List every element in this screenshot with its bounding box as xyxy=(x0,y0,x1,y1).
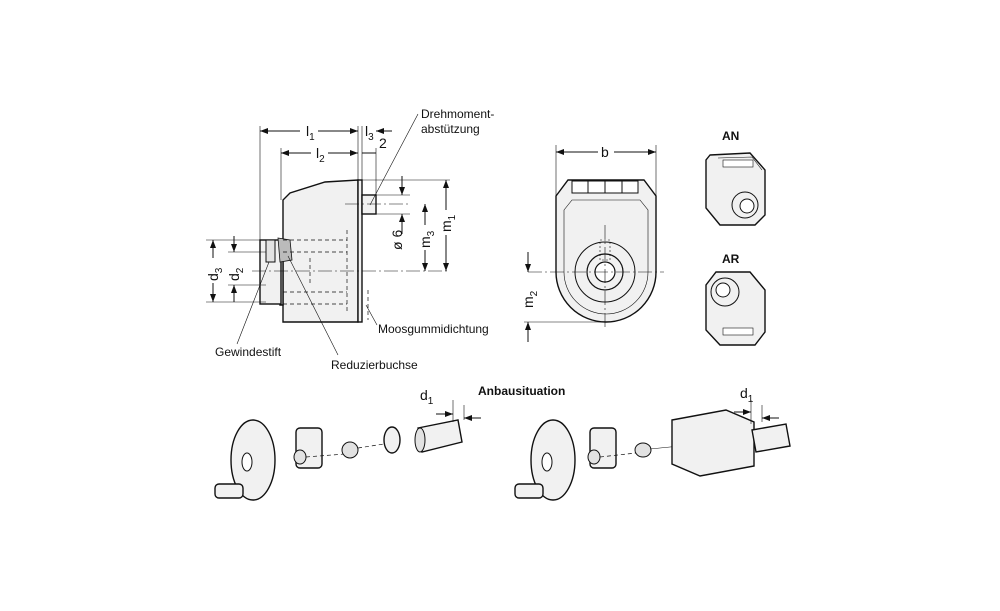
reducing-bush xyxy=(277,237,293,263)
label-torque-support-1: Drehmoment- xyxy=(421,107,494,121)
set-screw xyxy=(265,239,276,263)
front-view: b m2 xyxy=(520,144,664,342)
label-set-screw: Gewindestift xyxy=(215,345,282,359)
dim-d1-left: d1 xyxy=(420,387,434,407)
variant-ar: AR xyxy=(705,252,766,346)
dim-l1: l1 xyxy=(306,123,315,143)
dim-b: b xyxy=(601,144,609,160)
bush xyxy=(341,441,359,459)
dim-l3: l3 xyxy=(365,123,374,143)
dim-d1-right: d1 xyxy=(740,385,754,405)
variant-an: AN xyxy=(705,129,766,226)
mounting-right: d1 xyxy=(514,385,791,501)
dim-m2: m2 xyxy=(520,290,540,308)
label-an: AN xyxy=(722,129,739,143)
bracket xyxy=(671,409,755,477)
label-reducing-bush: Reduzierbuchse xyxy=(331,358,418,372)
label-ar: AR xyxy=(722,252,740,266)
label-sponge-seal: Moosgummidichtung xyxy=(378,322,489,336)
dim-d2: d2 xyxy=(226,267,246,281)
dim-m1: m1 xyxy=(438,214,458,232)
mounting-title: Anbausituation xyxy=(478,384,565,398)
mounting-left: d1 xyxy=(214,387,481,501)
dim-d3: d3 xyxy=(205,267,225,281)
dim-dia6: ø 6 xyxy=(389,230,405,250)
dim-2: 2 xyxy=(379,135,387,151)
dim-l2: l2 xyxy=(316,145,325,165)
flange xyxy=(357,179,363,323)
label-torque-support-2: abstützung xyxy=(421,122,480,136)
side-view: l1 l2 l3 2 ø 6 m3 m1 d3 d2 xyxy=(205,107,494,372)
dim-m3: m3 xyxy=(417,230,437,248)
